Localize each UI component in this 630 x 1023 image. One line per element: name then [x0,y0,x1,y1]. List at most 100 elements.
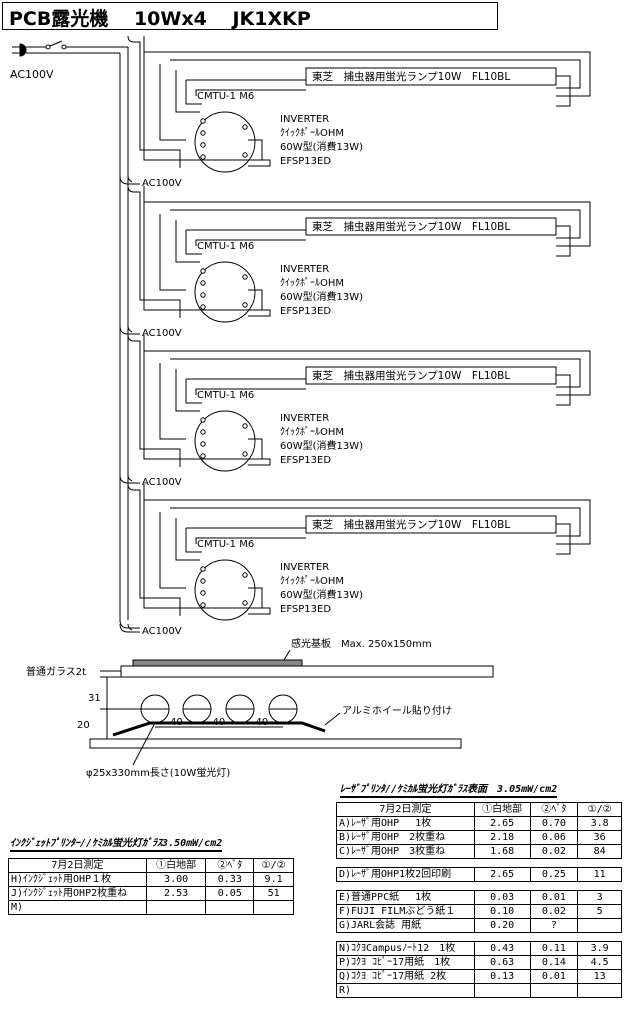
ballast-label: CMTU-1 M6 [197,390,254,401]
table-cell: H)ｲﾝｸｼﾞｪｯﾄ用OHP１枚 [8,872,147,887]
table-cell: 7月2日測定 [8,858,147,873]
foil-label: アルミホイール貼り付け [342,704,452,717]
supply-label: AC100V [142,477,182,488]
ballast-socket [194,111,256,173]
inverter-spec-line: EFSP13ED [280,156,331,167]
inverter-spec-line: INVERTER [280,264,329,275]
table-cell: 51 [253,886,294,901]
lamp-tube [305,67,557,86]
dim-20-label: 20 [77,720,90,731]
tube-section [140,694,170,724]
pcb-board [132,659,303,667]
inverter-spec-line: EFSP13ED [280,306,331,317]
table-cell: 3.9 [577,941,622,956]
lamp-label: 東芝 捕虫器用蛍光ランプ10W FL10BL [312,70,510,83]
table-cell: G)JARL会誌 用紙 [336,918,475,933]
title-box: PCB露光機 10Wx4 JK1XKP [2,2,498,30]
table-cell: 1.68 [473,844,531,859]
lamp-tube [305,366,557,385]
table-cell [473,983,531,998]
tube-section [268,694,298,724]
table-row: M) [8,900,294,915]
table-cell: ①白地部 [473,802,531,817]
ballast-label: CMTU-1 M6 [197,91,254,102]
table-row: R) [336,983,622,998]
board-label: 感光基板 Max. 250x150mm [291,637,432,650]
lamp-label: 東芝 捕虫器用蛍光ランプ10W FL10BL [312,369,510,382]
table-cell: 0.02 [529,844,579,859]
lamp-label: 東芝 捕虫器用蛍光ランプ10W FL10BL [312,518,510,531]
table-cell: 0.06 [529,830,579,845]
base-plate [89,738,462,749]
inverter-spec-line: 60W型(消費13W) [280,290,363,303]
table-cell [253,900,294,915]
table-cell: 9.1 [253,872,294,887]
tube-section [225,694,255,724]
ballast-label: CMTU-1 M6 [197,241,254,252]
inverter-spec-line: ｸｲｯｸﾎﾟｰﾙOHM [280,575,344,587]
table-cell: C)ﾚｰｻﾞ用OHP 3枚重ね [336,844,475,859]
table-cell [145,900,207,915]
table-cell: 5 [577,904,622,919]
table-cell: 3 [577,890,622,905]
inverter-spec-line: 60W型(消費13W) [280,439,363,452]
inverter-spec-line: ｸｲｯｸﾎﾟｰﾙOHM [280,426,344,438]
table-cell: 3.00 [145,872,207,887]
glass-plate [120,665,494,678]
table-cell: 0.43 [473,941,531,956]
supply-label: AC100V [142,328,182,339]
table-cell: ①/② [253,858,294,873]
table-cell: 0.13 [473,969,531,984]
wiring-diagram: AC100V 東芝 捕虫器用蛍光ランプ10W FL10BL CMTU-1 M6 IN… [10,35,591,779]
table-cell: 2.65 [473,867,531,882]
supply-label: AC100V [142,626,182,637]
page-title: PCB露光機 10Wx4 JK1XKP [9,8,311,30]
table-cell: F)FUJI FILMぶどう紙１ [336,904,475,919]
table-cell: 4.5 [577,955,622,970]
table-cell: 11 [577,867,622,882]
table-cell: 0.10 [473,904,531,919]
table-cell: 84 [577,844,622,859]
mains-plug [12,40,128,57]
glass-label: 普通ガラス2t [26,665,86,678]
table-cell: 0.05 [205,886,255,901]
table-cell [577,983,622,998]
inverter-spec-line: ｸｲｯｸﾎﾟｰﾙOHM [280,127,344,139]
table-cell: M) [8,900,147,915]
table-cell: 36 [577,830,622,845]
table-cell [577,918,622,933]
table-cell: 0.33 [205,872,255,887]
table-cell: 13 [577,969,622,984]
inkjet-table-title: ｲﾝｸｼﾞｪｯﾄﾌﾟﾘﾝﾀｰ//ｹﾐｶﾙ蛍光灯ｶﾞﾗｽ3.50mW/cm2 [10,834,223,852]
table-cell: 0.03 [473,890,531,905]
table-cell: 0.20 [473,918,531,933]
table-cell: ②ﾍﾞﾀ [529,802,579,817]
table-cell: 2.65 [473,816,531,831]
table-cell: 0.01 [529,890,579,905]
table-cell [205,900,255,915]
lamp-tube [305,515,557,534]
table-cell: ? [529,918,579,933]
foil-reflector [112,721,326,737]
inverter-spec-line: INVERTER [280,413,329,424]
table-cell: B)ﾚｰｻﾞ用OHP 2枚重ね [336,830,475,845]
tube-label: φ25x330mm長さ(10W蛍光灯) [86,766,230,779]
inverter-spec-line: 60W型(消費13W) [280,140,363,153]
laser-table-title: ﾚｰｻﾞﾌﾟﾘﾝﾀ//ｹﾐｶﾙ蛍光灯ｶﾞﾗｽ表面 3.05mW/cm2 [340,780,558,798]
lamp-tube [305,217,557,236]
table-cell: 0.11 [529,941,579,956]
ballast-socket [194,559,256,621]
ballast-label: CMTU-1 M6 [197,539,254,550]
ballast-socket [194,261,256,323]
inverter-spec-line: EFSP13ED [280,604,331,615]
ballast-socket [194,410,256,472]
dim-31-label: 31 [88,693,101,704]
